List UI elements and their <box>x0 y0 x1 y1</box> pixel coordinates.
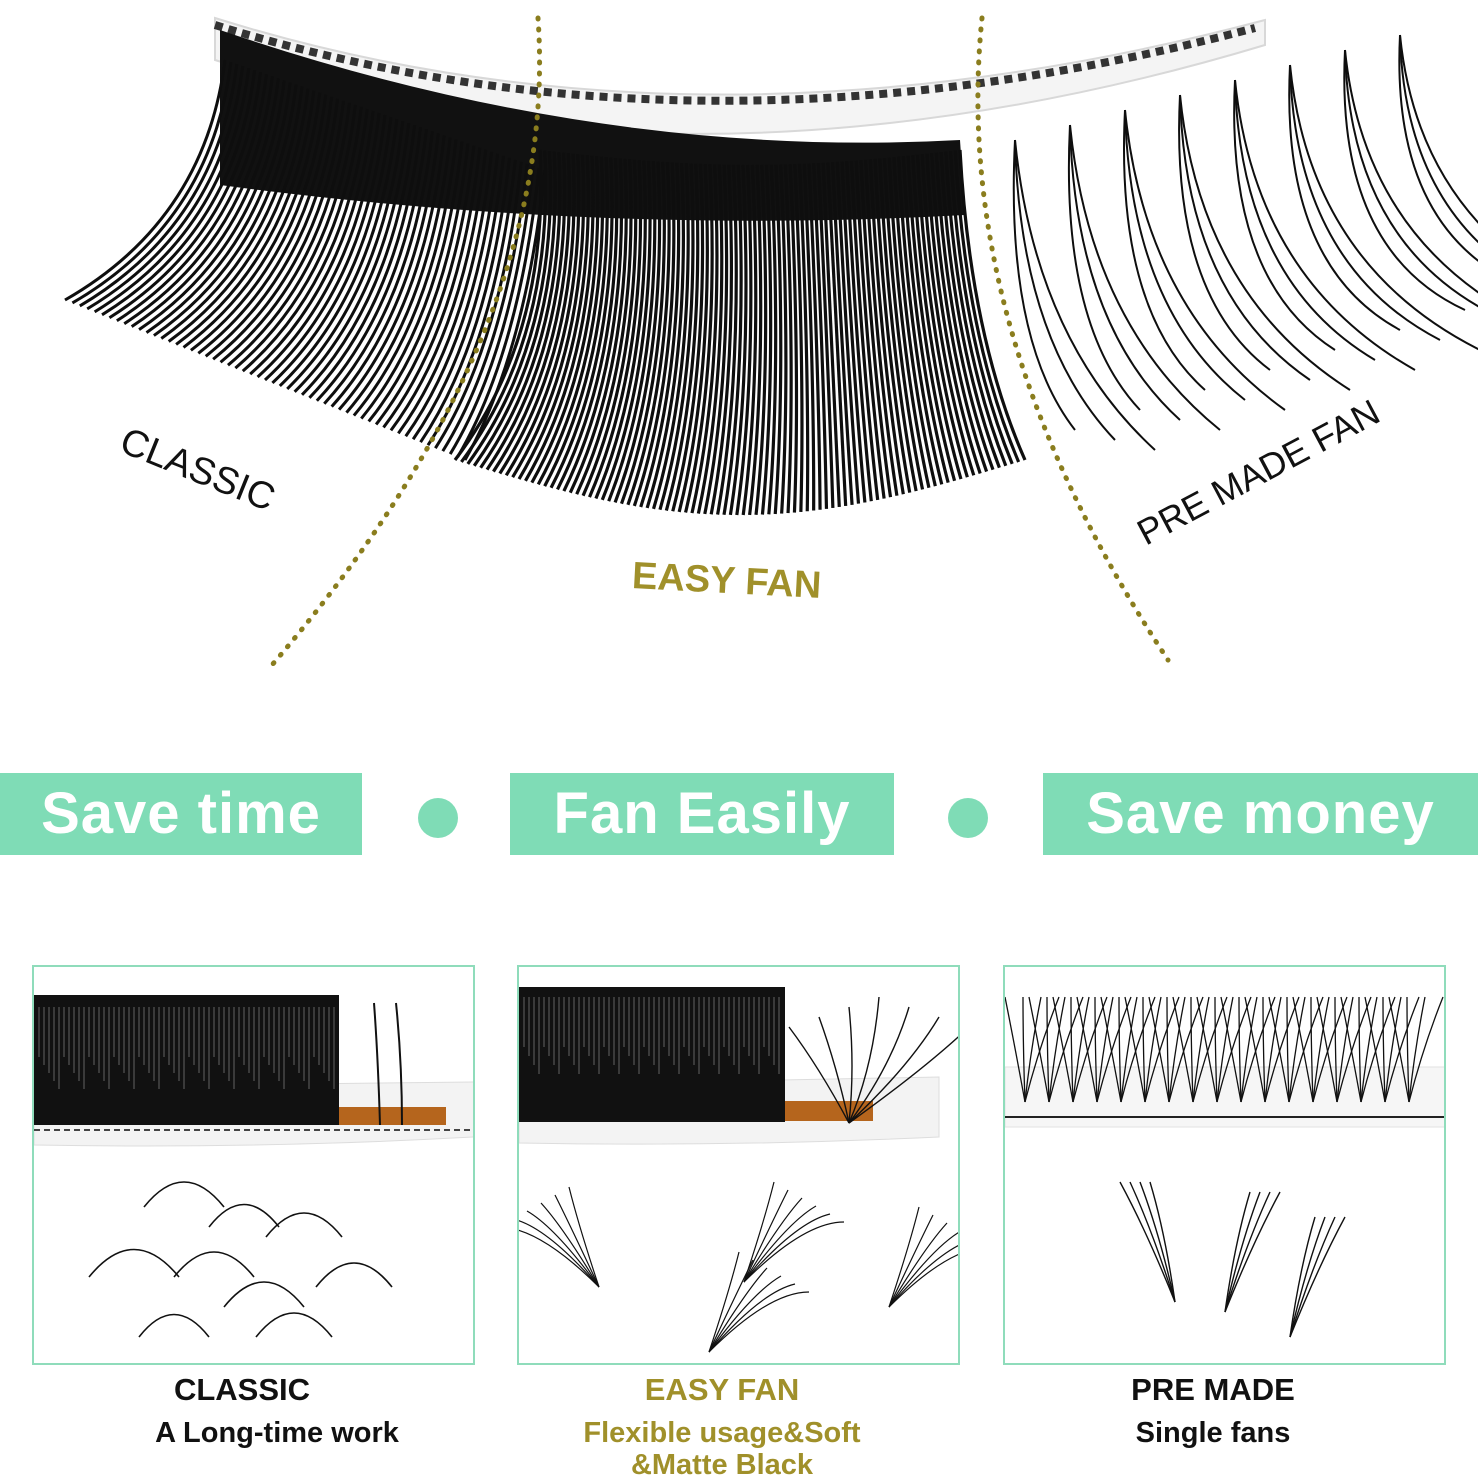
bullet-dot <box>418 798 458 838</box>
divider-left-dotted <box>269 15 543 668</box>
caption-title-classic: CLASSIC <box>173 1372 311 1407</box>
pre-made-fan-lashes <box>1012 34 1478 451</box>
caption-sub-classic: A Long-time work <box>155 1417 399 1449</box>
panel-pre-made <box>1003 965 1446 1365</box>
divider-right-dotted <box>975 15 1171 663</box>
caption-sub-easy-fan-2: &Matte Black <box>630 1449 814 1481</box>
panel-easy-fan <box>517 965 960 1365</box>
banner-save-money: Save money <box>1043 773 1478 855</box>
bullet-dot <box>948 798 988 838</box>
easy-fan-lashes <box>453 149 1027 516</box>
caption-sub-pre-made: Single fans <box>1135 1417 1291 1449</box>
panel-classic <box>32 965 475 1365</box>
lash-strip-illustration <box>64 15 1478 668</box>
caption-title-pre-made: PRE MADE <box>1131 1372 1295 1407</box>
banner-save-time: Save time <box>0 773 362 855</box>
classic-lashes <box>64 59 547 461</box>
caption-sub-easy-fan-1: Flexible usage&Soft <box>583 1417 861 1449</box>
banner-fan-easily: Fan Easily <box>510 773 894 855</box>
caption-title-easy-fan: EASY FAN <box>644 1372 800 1407</box>
